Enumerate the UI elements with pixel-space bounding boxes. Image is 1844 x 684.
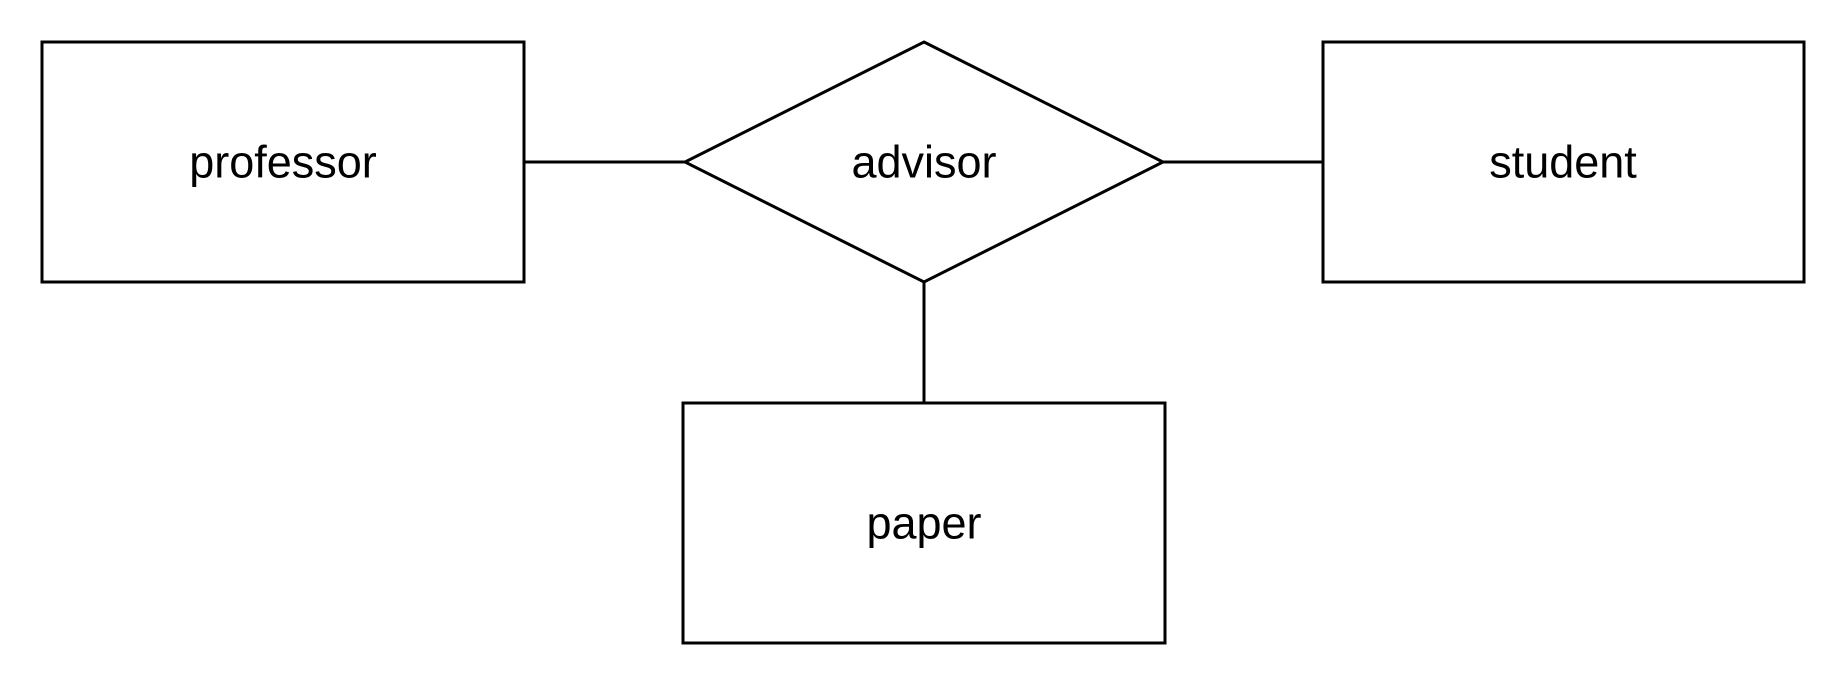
entity-student-box xyxy=(1321,40,1806,284)
entity-professor-label: professor xyxy=(189,137,377,188)
relationship-advisor[interactable]: advisor xyxy=(681,40,1167,284)
entity-paper-label: paper xyxy=(866,498,981,549)
relationship-advisor-label: advisor xyxy=(851,137,996,188)
relationship-advisor-diamond xyxy=(681,40,1167,284)
entity-professor[interactable]: professor xyxy=(40,40,526,284)
entity-paper[interactable]: paper xyxy=(681,401,1167,645)
entity-student-label: student xyxy=(1489,137,1637,188)
entity-professor-box xyxy=(40,40,526,284)
entity-student[interactable]: student xyxy=(1321,40,1806,284)
entity-paper-box xyxy=(681,401,1167,645)
